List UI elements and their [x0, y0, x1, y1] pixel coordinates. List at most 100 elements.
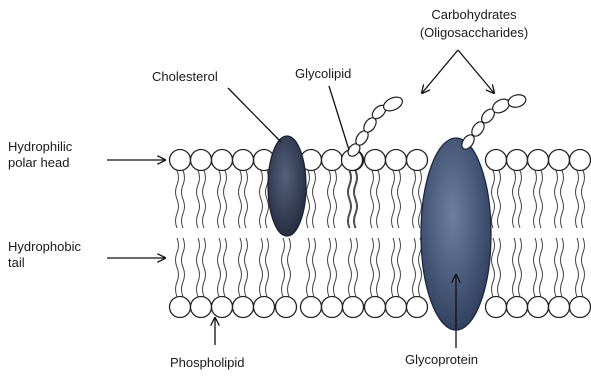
cholesterol-pointer	[228, 88, 281, 142]
fatty-acid-tail	[218, 238, 221, 297]
fatty-acid-tail	[203, 171, 206, 229]
fatty-acid-tail	[224, 238, 227, 297]
fatty-acid-tail	[534, 238, 537, 297]
phospholipid-head	[233, 150, 254, 171]
cholesterol-label: Cholesterol	[152, 69, 218, 84]
phospholipid-head	[549, 297, 570, 318]
fatty-acid-tail	[492, 171, 495, 229]
oligosaccharides-label: (Oligosaccharides)	[420, 25, 528, 40]
phospholipid-head	[486, 150, 507, 171]
fatty-acid-tail	[307, 238, 310, 297]
fatty-acid-tail	[371, 171, 374, 229]
carbohydrate-arrow-right	[458, 50, 494, 93]
phospholipid-label: Phospholipid	[170, 355, 244, 370]
fatty-acid-tail	[245, 238, 248, 297]
fatty-acid-tail	[176, 171, 179, 229]
phospholipid-head	[507, 297, 528, 318]
phospholipid-head	[212, 150, 233, 171]
hydrophobic-label: Hydrophobic	[8, 239, 81, 254]
fatty-acid-tail	[245, 171, 248, 229]
fatty-acid-tail	[224, 171, 227, 229]
fatty-acid-tail	[413, 238, 416, 297]
fatty-acid-tail	[540, 238, 543, 297]
phospholipid-head	[212, 297, 233, 318]
fatty-acid-tail	[398, 171, 401, 229]
fatty-acid-tail	[218, 171, 221, 229]
fatty-acid-tail	[555, 171, 558, 229]
fatty-acid-tail	[413, 171, 416, 229]
fatty-acid-tail	[239, 171, 242, 229]
fatty-acid-tail	[377, 171, 380, 229]
fatty-acid-tail	[313, 238, 316, 297]
fatty-acid-tail	[398, 238, 401, 297]
fatty-acid-tail	[555, 238, 558, 297]
phospholipid-head	[386, 150, 407, 171]
fatty-acid-tail	[540, 171, 543, 229]
fatty-acid-tail	[260, 238, 263, 297]
phospholipid-head	[528, 150, 549, 171]
fatty-acid-tail	[576, 171, 579, 229]
phospholipid-head	[233, 297, 254, 318]
phospholipid-head	[386, 297, 407, 318]
fatty-acid-tail	[492, 238, 495, 297]
phospholipid-head	[322, 297, 343, 318]
phospholipid-head	[570, 297, 591, 318]
phospholipid-head	[343, 297, 364, 318]
polar-head-label: polar head	[8, 155, 69, 170]
fatty-acid-tail	[328, 238, 331, 297]
tail-label: tail	[8, 255, 25, 270]
fatty-acid-tail	[498, 171, 501, 229]
fatty-acid-tail	[392, 171, 395, 229]
fatty-acid-tail	[328, 171, 331, 229]
fatty-acid-tail	[498, 238, 501, 297]
fatty-acid-tail	[513, 238, 516, 297]
glycoprotein-carbohydrate-chain	[459, 93, 527, 152]
phospholipid-head	[191, 297, 212, 318]
phospholipid-head	[570, 150, 591, 171]
hydrophobic-tails	[176, 171, 585, 297]
fatty-acid-tail	[355, 238, 358, 297]
phospholipid-head	[365, 297, 386, 318]
fatty-acid-tail	[288, 238, 291, 297]
fatty-acid-tail	[513, 171, 516, 229]
fatty-acid-tail	[582, 171, 585, 229]
fatty-acid-tail	[561, 171, 564, 229]
fatty-acid-tail	[334, 171, 337, 229]
phospholipid-head	[528, 297, 549, 318]
phospholipid-head	[507, 150, 528, 171]
fatty-acid-tail	[182, 238, 185, 297]
hydrophilic-label: Hydrophilic	[8, 139, 73, 154]
glycolipid-label: Glycolipid	[295, 66, 351, 81]
phospholipid-head	[549, 150, 570, 171]
fatty-acid-tail	[197, 238, 200, 297]
fatty-acid-tail	[197, 171, 200, 229]
fatty-acid-tail	[392, 238, 395, 297]
fatty-acid-tail	[182, 171, 185, 229]
phospholipid-head	[170, 297, 191, 318]
carbohydrate-arrow-left	[422, 50, 458, 93]
fatty-acid-tail	[176, 238, 179, 297]
cholesterol-molecule	[268, 136, 306, 236]
fatty-acid-tail	[203, 238, 206, 297]
phospholipid-head	[407, 150, 428, 171]
phospholipid-head	[322, 150, 343, 171]
fatty-acid-tail	[519, 171, 522, 229]
fatty-acid-tail	[334, 238, 337, 297]
fatty-acid-tail	[534, 171, 537, 229]
phospholipid-head	[365, 150, 386, 171]
fatty-acid-tail	[561, 238, 564, 297]
fatty-acid-tail	[377, 238, 380, 297]
phospholipid-head	[170, 150, 191, 171]
phospholipid-head	[407, 297, 428, 318]
fatty-acid-tail	[349, 238, 352, 297]
phospholipid-head	[486, 297, 507, 318]
fatty-acid-tail	[307, 171, 310, 229]
phospholipid-head	[276, 297, 297, 318]
fatty-acid-tail	[519, 238, 522, 297]
fatty-acid-tail	[239, 238, 242, 297]
fatty-acid-tail	[266, 238, 269, 297]
phospholipid-head	[301, 297, 322, 318]
glycolipid-pointer	[329, 86, 349, 150]
